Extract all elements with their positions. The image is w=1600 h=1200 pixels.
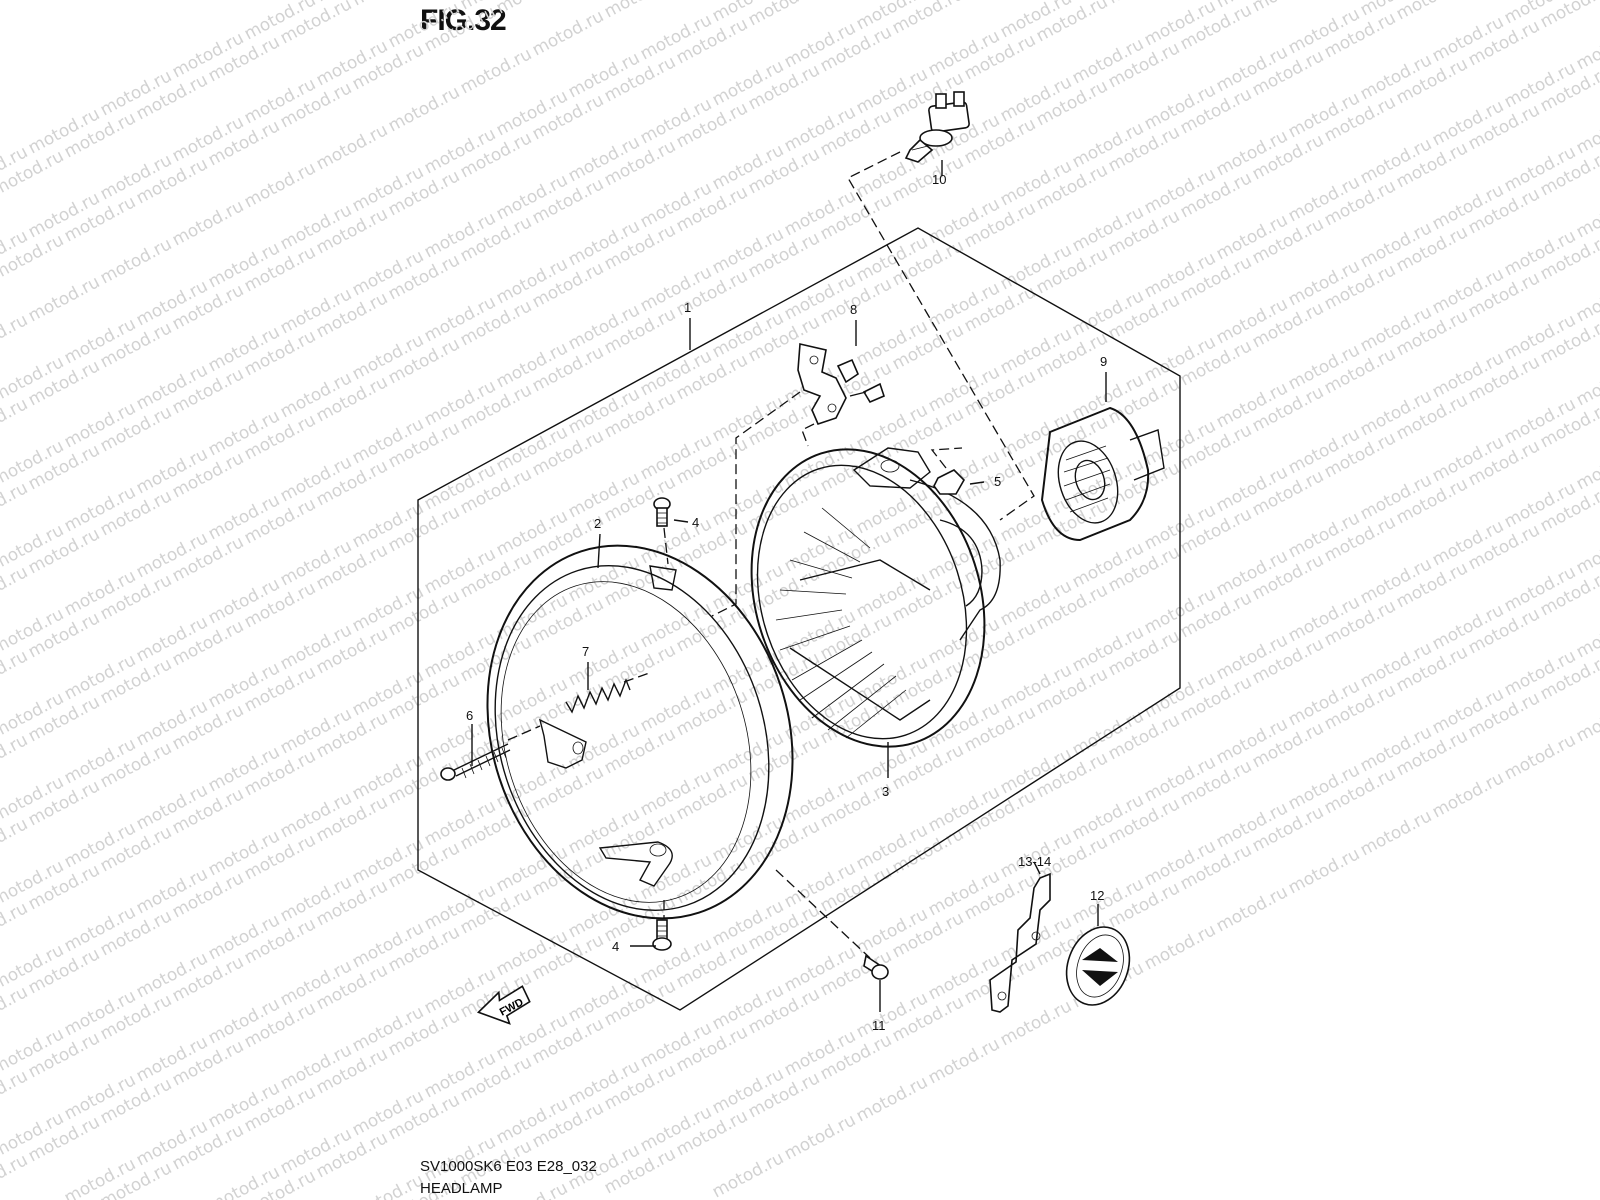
watermark-text: motod.ru (0, 478, 31, 532)
reflector-bracket (989, 872, 1051, 1013)
watermark-text: motod.ru (241, 158, 319, 212)
callout-13-14: 13-14 (1018, 854, 1051, 869)
watermark-text: motod.ru (313, 120, 391, 174)
headlamp-bulb (904, 91, 970, 163)
watermark-text: motod.ru (97, 234, 175, 288)
watermark-text: motod.ru (709, 1148, 787, 1200)
callout-12: 12 (1090, 888, 1104, 903)
watermark-text: motod.ru (781, 1110, 859, 1164)
watermark-text: motod.ru (0, 310, 31, 364)
watermark-text: motod.ru (853, 1072, 931, 1126)
callout-4-top: 4 (692, 515, 699, 530)
watermark-text: motod.ru (0, 814, 31, 868)
headlamp-rim (486, 544, 794, 920)
watermark-text: motod.ru (0, 646, 31, 700)
watermark-text: motod.ru (0, 898, 31, 952)
watermark-text: motod.ru (1573, 440, 1600, 494)
watermark-text: motod.ru (1573, 188, 1600, 242)
watermark-text: motod.ru (0, 982, 31, 1036)
watermark-text: motod.ru (1105, 0, 1183, 8)
watermark-text: motod.ru (1573, 608, 1600, 662)
watermark-text: motod.ru (1213, 882, 1291, 936)
watermark-text: motod.ru (601, 0, 679, 22)
watermark-text: motod.ru (349, 0, 427, 10)
watermark-text: motod.ru (1249, 0, 1327, 16)
headlamp-unit (750, 447, 1001, 748)
callout-1: 1 (684, 300, 691, 315)
model-code: SV1000SK6 E03 E28_032 (420, 1158, 597, 1175)
adjusting-spring (565, 678, 631, 714)
watermark-text: motod.ru (1573, 356, 1600, 410)
watermark-text: motod.ru (25, 272, 103, 326)
callout-10: 10 (932, 172, 946, 187)
watermark-text: motod.ru (1501, 730, 1579, 784)
callout-11: 11 (872, 1018, 886, 1033)
screw-11 (863, 954, 889, 980)
watermark-text: motod.ru (1429, 768, 1507, 822)
watermark-text: motod.ru (1141, 920, 1219, 974)
watermark-text: motod.ru (457, 44, 535, 98)
adjusting-screw (440, 743, 511, 781)
nut (933, 469, 965, 495)
watermark-text: motod.ru (529, 6, 607, 60)
dust-cover (1040, 406, 1165, 542)
watermark-text: motod.ru (169, 196, 247, 250)
figure-title: FIG.32 (420, 4, 507, 37)
watermark-text: motod.ru (0, 562, 31, 616)
watermark-text: motod.ru (1573, 524, 1600, 578)
callout-2: 2 (594, 516, 601, 531)
callout-8: 8 (850, 302, 857, 317)
diagram-caption: HEADLAMP (420, 1180, 503, 1197)
assembly-outline (417, 227, 1181, 1011)
watermark-text: motod.ru (1357, 806, 1435, 860)
watermark-text: motod.ru (1573, 272, 1600, 326)
watermark-text: motod.ru (493, 1178, 571, 1200)
mounting-bracket (797, 343, 885, 425)
watermark-text: motod.ru (1573, 692, 1600, 746)
screw-top (653, 497, 671, 527)
reflector (1065, 926, 1131, 1006)
watermark-text: motod.ru (0, 394, 31, 448)
watermark-text: motod.ru (385, 82, 463, 136)
callout-7: 7 (582, 644, 589, 659)
callout-6: 6 (466, 708, 473, 723)
callout-4-bottom: 4 (612, 939, 619, 954)
watermark-text: motod.ru (925, 1034, 1003, 1088)
callout-3: 3 (882, 784, 889, 799)
leader-lines (471, 151, 1107, 1012)
watermark-text: motod.ru (1573, 20, 1600, 74)
watermark-text: motod.ru (493, 0, 571, 18)
watermark-text: motod.ru (1285, 844, 1363, 898)
watermark-text: motod.ru (1573, 104, 1600, 158)
watermark-text: motod.ru (0, 1066, 31, 1120)
callout-9: 9 (1100, 354, 1107, 369)
watermark-text: motod.ru (0, 730, 31, 784)
watermark-text: motod.ru (1393, 0, 1471, 24)
callout-5: 5 (994, 474, 1001, 489)
screw-bottom (652, 919, 672, 951)
